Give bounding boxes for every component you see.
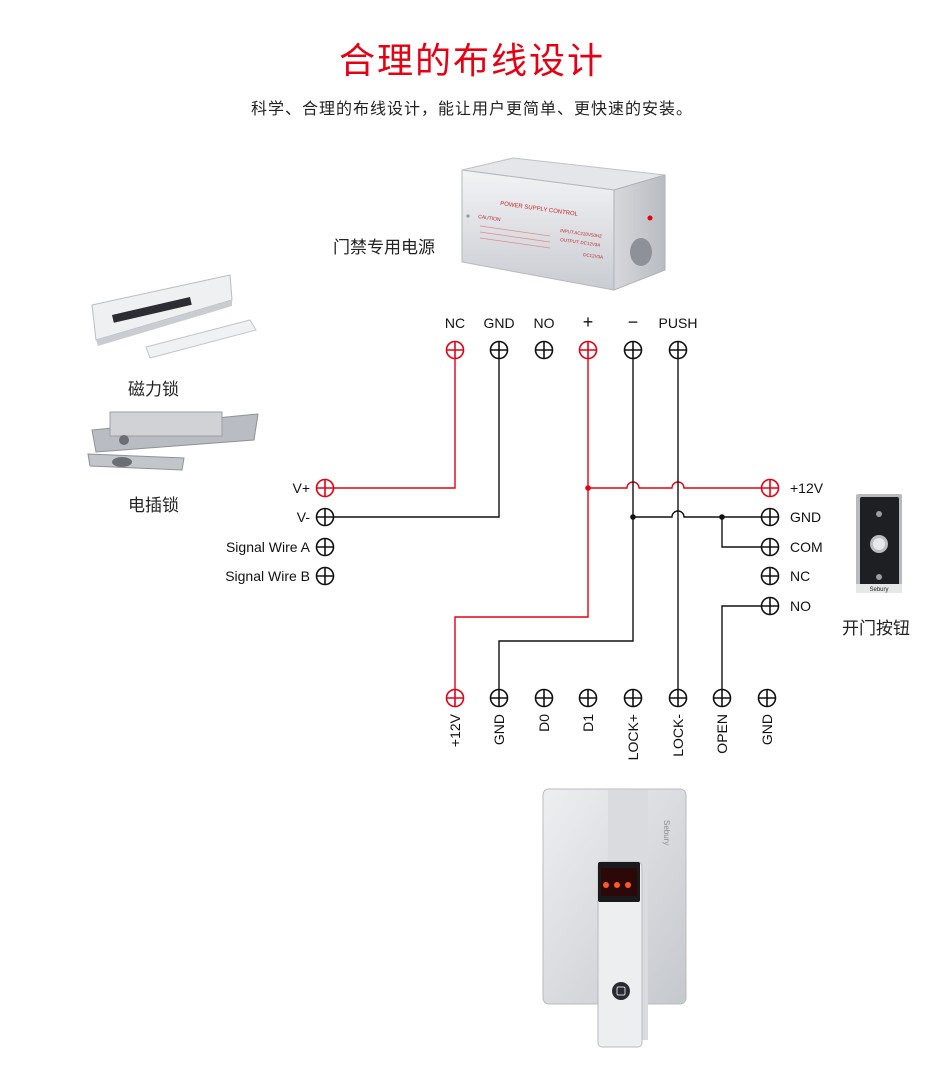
reader-lock-4-label: LOCK+: [625, 714, 641, 760]
fingerprint-reader-image: Sebury: [542, 788, 687, 1048]
power-supply-image: POWER SUPPLY CONTROL CAUTION INPUT:AC220…: [461, 157, 666, 291]
button-12v-label: +12V: [790, 480, 824, 496]
reader-open-6-label: OPEN: [714, 714, 730, 754]
ps-gnd-label: GND: [483, 315, 514, 331]
reader-brand: Sebury: [662, 820, 671, 845]
magnetic-lock-image: [91, 274, 257, 359]
wire-nc-to-vplus: [325, 350, 456, 489]
wire-gnd-to-com: [721, 517, 770, 548]
power-box-input: INPUT:AC220V50HZ: [560, 228, 603, 239]
reader-d0-2-terminal-symbol: [534, 688, 554, 708]
ps-term-label: +: [583, 312, 594, 332]
button-12v-terminal-symbol: [760, 478, 780, 498]
ps-term-terminal-symbol: [578, 340, 598, 360]
button-nc-terminal-symbol: [760, 566, 780, 586]
ps-nc-terminal-symbol: [445, 340, 465, 360]
reader-lock-5-label: LOCK-: [670, 714, 686, 757]
exit-button-image: Sebury: [856, 494, 902, 593]
reader-d1-3-label: D1: [580, 714, 596, 732]
page-title: 合理的布线设计: [338, 41, 605, 82]
reader-gnd-7-label: GND: [759, 714, 775, 745]
lock-signal-wire-b-label: Signal Wire B: [225, 568, 310, 584]
reader-lock-4-terminal-symbol: [623, 688, 643, 708]
ps-term-label: −: [628, 312, 639, 332]
power-supply-terminals: NC GND NO + − PUSH: [445, 312, 698, 360]
lock-terminals: V+ V- Signal Wire A Signal Wire B: [225, 478, 335, 586]
power-box-caution: CAUTION: [478, 214, 502, 223]
button-com-terminal-symbol: [760, 537, 780, 557]
electric-bolt-image: [87, 411, 259, 471]
ps-push-terminal-symbol: [668, 340, 688, 360]
exit-button-terminals: +12V GND COM NC NO: [760, 478, 824, 616]
reader-d0-2-label: D0: [536, 714, 552, 732]
reader-gnd-1-terminal-symbol: [489, 688, 509, 708]
power-supply-caption: 门禁专用电源: [333, 238, 435, 258]
page-subtitle: 科学、合理的布线设计，能让用户更简单、更快速的安装。: [250, 99, 693, 118]
ps-nc-label: NC: [445, 315, 465, 331]
reader-terminals: +12V GND D0 D1 LOCK+ LOCK- OPEN GND: [445, 688, 777, 760]
button-nc-label: NC: [790, 568, 810, 584]
wire-minus-to-reader: [498, 350, 634, 698]
electric-bolt-caption: 电插锁: [128, 496, 179, 516]
wire-plus-to-button: [588, 481, 770, 489]
lock-signal-wire-a-terminal-symbol: [315, 537, 335, 557]
lock-signal-wire-a-label: Signal Wire A: [226, 539, 311, 555]
reader-lock-5-terminal-symbol: [668, 688, 688, 708]
lock-signal-wire-b-terminal-symbol: [315, 566, 335, 586]
ps-no-terminal-symbol: [534, 340, 554, 360]
button-gnd-terminal-symbol: [760, 507, 780, 527]
wire-minus-to-button-gnd: [633, 510, 770, 518]
reader-gnd-1-label: GND: [491, 714, 507, 745]
button-com-label: COM: [790, 539, 823, 555]
button-gnd-label: GND: [790, 509, 821, 525]
wires: [325, 350, 770, 698]
reader-d1-3-terminal-symbol: [578, 688, 598, 708]
button-no-terminal-symbol: [760, 596, 780, 616]
reader-12v-0-label: +12V: [447, 713, 463, 747]
ps-gnd-terminal-symbol: [489, 340, 509, 360]
junction-dot: [719, 514, 725, 520]
wire-plus-to-reader: [454, 350, 589, 698]
magnetic-lock-caption: 磁力锁: [128, 380, 179, 400]
button-no-label: NO: [790, 598, 811, 614]
power-box-dc: DC12V3A: [583, 252, 604, 260]
reader-open-6-terminal-symbol: [712, 688, 732, 708]
power-box-output: OUTPUT: DC12V3A: [560, 237, 601, 248]
lock-v-terminal-symbol: [315, 478, 335, 498]
junction-dot: [585, 485, 591, 491]
wire-gnd-to-vminus: [325, 350, 500, 518]
reader-gnd-7-terminal-symbol: [757, 688, 777, 708]
lock-v-label: V+: [292, 480, 310, 496]
lock-v-label: V-: [297, 509, 311, 525]
reader-12v-0-terminal-symbol: [445, 688, 465, 708]
exit-button-brand: Sebury: [869, 587, 888, 593]
junction-dot: [630, 514, 636, 520]
ps-push-label: PUSH: [659, 315, 698, 331]
wire-no-to-open: [721, 605, 770, 698]
lock-v-terminal-symbol: [315, 507, 335, 527]
ps-no-label: NO: [534, 315, 555, 331]
exit-button-caption: 开门按钮: [842, 619, 910, 639]
ps-term-terminal-symbol: [623, 340, 643, 360]
